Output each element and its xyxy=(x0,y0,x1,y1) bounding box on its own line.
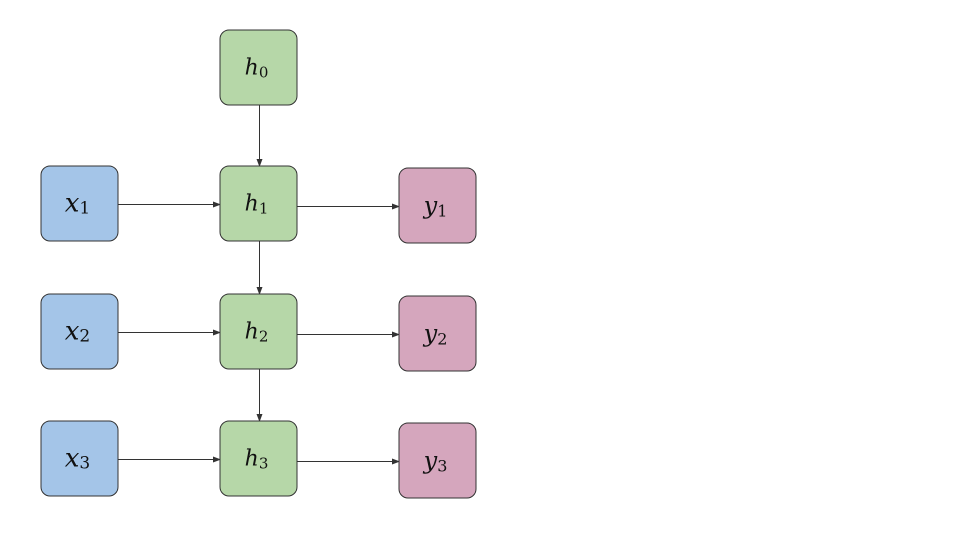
node-box-h3 xyxy=(219,420,298,497)
node-box-h1 xyxy=(219,165,298,242)
node-label-subscript: 3 xyxy=(259,455,269,473)
node-label-subscript: 1 xyxy=(259,200,269,218)
node-label-subscript: 0 xyxy=(259,64,269,82)
node-label-base: x xyxy=(65,444,80,474)
node-label-subscript: 3 xyxy=(79,454,90,474)
node-box-h0 xyxy=(219,29,298,106)
node-label-base: h xyxy=(245,446,259,471)
node-box-x1 xyxy=(40,165,119,242)
node-label-base: y xyxy=(423,192,438,220)
node-label-base: x xyxy=(65,317,80,347)
node-label-h3: h3 xyxy=(245,446,269,473)
node-label-subscript: 3 xyxy=(437,456,447,475)
node-box-h2 xyxy=(219,293,298,370)
node-box-x3 xyxy=(40,420,119,497)
node-label-base: y xyxy=(423,320,438,348)
node-y1: y1 xyxy=(398,167,477,244)
node-x2: x2 xyxy=(40,293,119,370)
node-label-y3: y3 xyxy=(423,447,448,476)
node-label-subscript: 1 xyxy=(79,199,90,219)
node-label-h2: h2 xyxy=(245,319,269,346)
node-y3: y3 xyxy=(398,422,477,499)
node-label-subscript: 2 xyxy=(79,327,90,347)
node-label-subscript: 2 xyxy=(259,328,269,346)
node-h1: h1 xyxy=(219,165,298,242)
node-box-y2 xyxy=(398,295,477,372)
node-label-x1: x1 xyxy=(65,189,91,219)
node-label-subscript: 2 xyxy=(437,329,447,348)
node-h0: h0 xyxy=(219,29,298,106)
edges xyxy=(118,105,400,465)
node-h3: h3 xyxy=(219,420,298,497)
node-label-h0: h0 xyxy=(245,55,269,82)
node-label-x3: x3 xyxy=(65,444,91,474)
node-y2: y2 xyxy=(398,295,477,372)
node-label-y2: y2 xyxy=(423,320,448,349)
node-x1: x1 xyxy=(40,165,119,242)
node-label-base: h xyxy=(245,319,259,344)
node-label-base: h xyxy=(245,191,259,216)
node-h2: h2 xyxy=(219,293,298,370)
node-label-y1: y1 xyxy=(423,192,448,221)
node-box-y1 xyxy=(398,167,477,244)
node-box-x2 xyxy=(40,293,119,370)
node-label-subscript: 1 xyxy=(437,201,447,220)
node-x3: x3 xyxy=(40,420,119,497)
node-box-y3 xyxy=(398,422,477,499)
node-label-base: h xyxy=(245,55,259,80)
node-label-base: y xyxy=(423,447,438,475)
node-label-h1: h1 xyxy=(245,191,269,218)
node-label-base: x xyxy=(65,189,80,219)
node-label-x2: x2 xyxy=(65,317,91,347)
